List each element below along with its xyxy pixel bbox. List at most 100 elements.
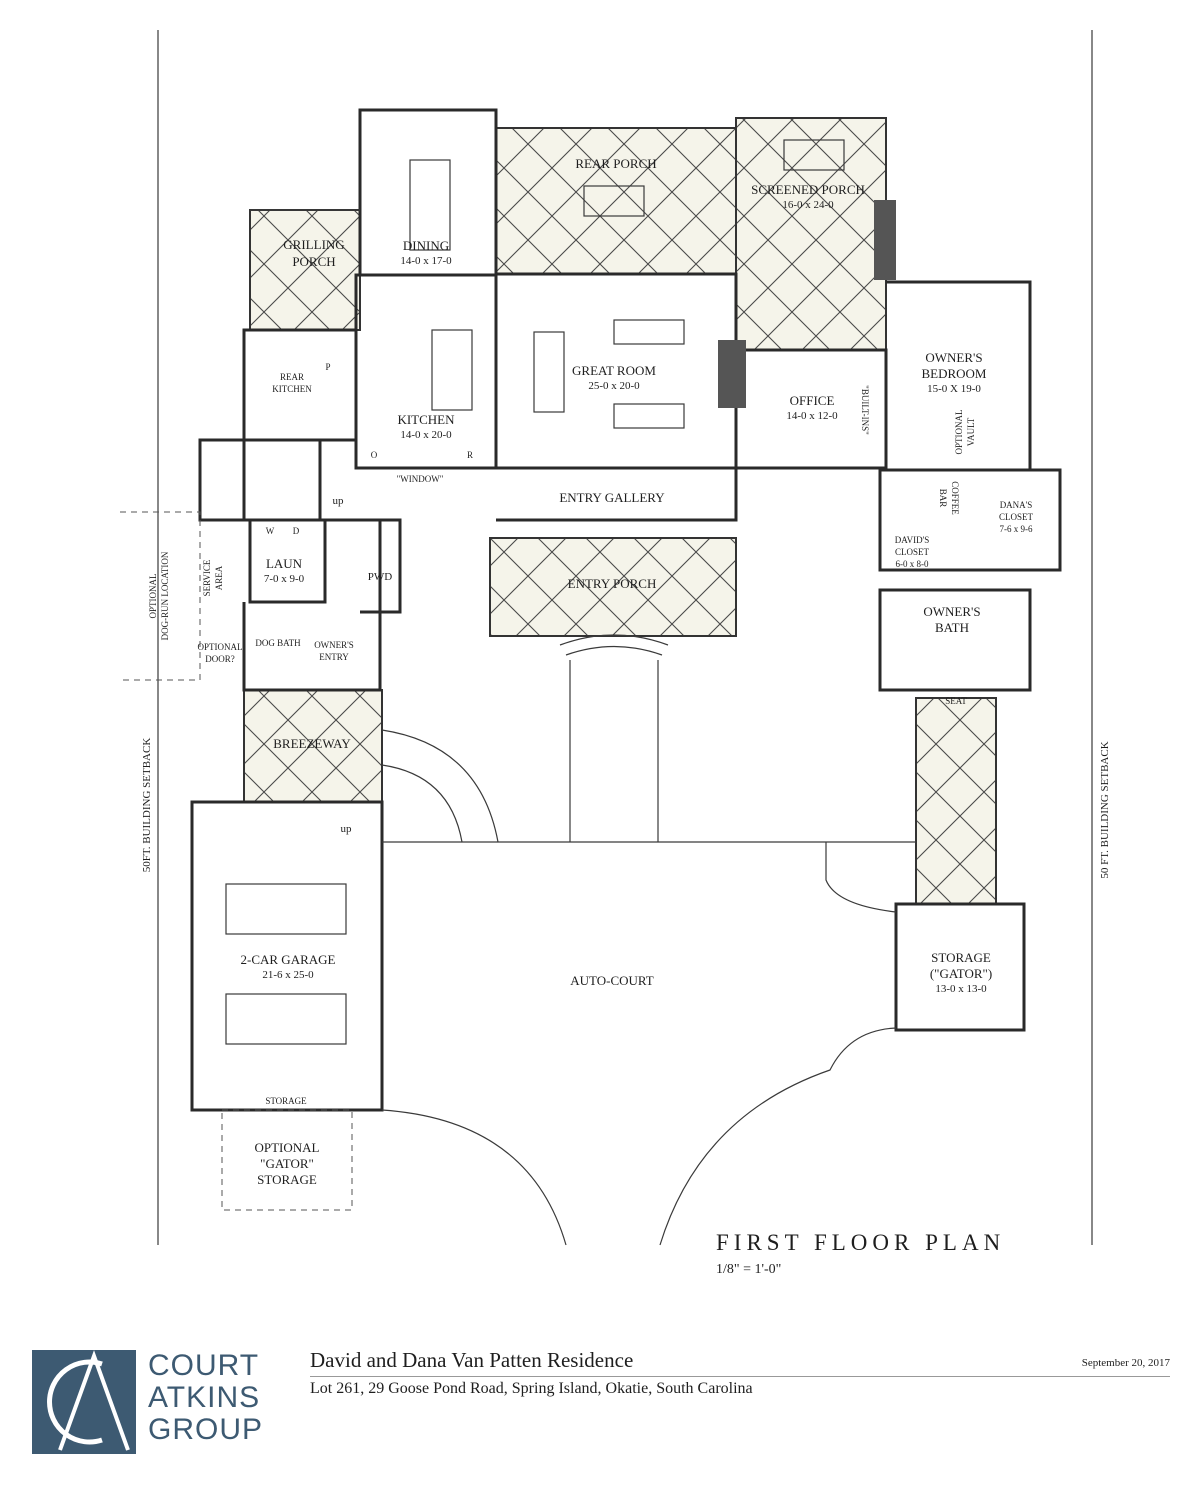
plan-title: FIRST FLOOR PLAN — [716, 1230, 1006, 1255]
garage-stair-up-label: up — [341, 823, 353, 835]
danas-closet-label-1: DANA'S — [1000, 500, 1033, 510]
owners-bedroom-label-2: BEDROOM — [921, 366, 986, 381]
residence-name: David and Dana Van Patten Residence — [310, 1348, 634, 1372]
grilling-porch-label-2: PORCH — [292, 254, 335, 269]
dog-run-label-2: DOG-RUN LOCATION — [160, 551, 170, 640]
danas-closet-label-2: CLOSET — [999, 512, 1034, 522]
built-ins-label: "BUILT-INS" — [860, 385, 870, 435]
garage-label: 2-CAR GARAGE — [241, 952, 336, 967]
drive-curve-right — [659, 1027, 897, 1246]
drawing-date: September 20, 2017 — [1081, 1357, 1170, 1369]
owners-bath-label-1: OWNER'S — [923, 604, 980, 619]
pantry-label: P — [325, 362, 330, 372]
rear-kitchen-label-1: REAR — [280, 372, 304, 382]
breezeway-arc-outer — [381, 729, 499, 843]
dining-dim: 14-0 x 17-0 — [400, 255, 452, 267]
storage-gator-label-1: STORAGE — [931, 950, 991, 965]
owners-bedroom-label-1: OWNER'S — [925, 350, 982, 365]
seat-walkway-floor — [915, 697, 997, 905]
storage-gator-dim: 13-0 x 13-0 — [935, 983, 987, 995]
great-room-sofa-b — [613, 403, 685, 429]
owners-entry-label-1: OWNER'S — [314, 640, 354, 650]
optional-door-label-2: DOOR? — [205, 654, 235, 664]
grilling-porch-label-1: GRILLING — [283, 237, 344, 252]
office-label: OFFICE — [790, 393, 835, 408]
dining-label: DINING — [403, 238, 449, 253]
entry-porch-label: ENTRY PORCH — [568, 576, 657, 591]
optional-door-label-1: OPTIONAL — [198, 642, 243, 652]
drive-curve-left — [381, 1109, 567, 1246]
firm-name-line-3: GROUP — [148, 1413, 264, 1446]
screened-porch-dim: 16-0 x 24-0 — [782, 199, 834, 211]
davids-closet-label-2: CLOSET — [895, 547, 930, 557]
great-room-label: GREAT ROOM — [572, 363, 656, 378]
setback-label-right: 50 FT. BUILDING SETBACK — [1099, 741, 1111, 878]
garage-car-b — [225, 993, 347, 1045]
entry-steps — [559, 634, 669, 656]
pwd-wall — [360, 518, 402, 614]
setback-label-left: 50FT. BUILDING SETBACK — [141, 738, 153, 873]
firm-name: COURT ATKINS GROUP — [148, 1350, 263, 1446]
firm-name-line-1: COURT — [148, 1349, 260, 1382]
service-area-label-2: AREA — [214, 565, 224, 590]
residence-address: Lot 261, 29 Goose Pond Road, Spring Isla… — [310, 1380, 753, 1397]
great-room-dim: 25-0 x 20-0 — [588, 380, 640, 392]
rear-porch-sofa — [583, 185, 645, 217]
closets-wall — [878, 468, 1062, 572]
owners-bath-wall — [878, 588, 1032, 692]
office-wall — [736, 348, 888, 470]
kitchen-oven-label: O — [371, 450, 378, 460]
storage-gator-label-2: ("GATOR") — [930, 966, 992, 981]
dog-bath-label: DOG BATH — [255, 638, 301, 648]
service-wing-wall — [242, 328, 358, 522]
service-area-label-1: SERVICE — [202, 559, 212, 596]
rear-porch-floor — [495, 127, 737, 275]
seat-label: SEAT — [945, 696, 967, 706]
great-room-sofa-c — [533, 331, 565, 413]
kitchen-island — [431, 329, 473, 411]
garage-car-a — [225, 883, 347, 935]
great-room-sofa-a — [613, 319, 685, 345]
screened-porch-table — [783, 139, 845, 171]
entry-gallery-label: ENTRY GALLERY — [559, 490, 665, 505]
coffee-bar-label-2: BAR — [938, 489, 948, 508]
danas-closet-dim: 7-6 x 9-6 — [1000, 524, 1033, 534]
auto-court-right-edge — [825, 842, 897, 913]
stair-hall-wall — [198, 438, 322, 522]
storage-gator-wall — [894, 902, 1026, 1032]
firm-name-line-2: ATKINS — [148, 1381, 261, 1414]
office-dim: 14-0 x 12-0 — [786, 410, 838, 422]
dog-run-outline — [120, 511, 201, 681]
court-atkins-logo-icon — [32, 1350, 136, 1454]
great-room-fireplace — [718, 340, 746, 408]
title-divider — [310, 1376, 1170, 1377]
screened-porch-label: SCREENED PORCH — [751, 182, 865, 197]
kitchen-dim: 14-0 x 20-0 — [400, 429, 452, 441]
laundry-dim: 7-0 x 9-0 — [264, 573, 305, 585]
davids-closet-label-1: DAVID'S — [895, 535, 929, 545]
optional-gator-label-2: "GATOR" — [260, 1156, 314, 1171]
garage-storage-label: STORAGE — [265, 1096, 307, 1106]
kitchen-range-label: R — [467, 450, 473, 460]
owners-bedroom-dim: 15-0 X 19-0 — [927, 383, 981, 395]
owners-bath-label-2: BATH — [935, 620, 969, 635]
entry-gallery-wall — [496, 466, 738, 522]
optional-gator-label-3: STORAGE — [257, 1172, 317, 1187]
screened-porch-floor — [735, 117, 887, 351]
davids-closet-dim: 6-0 x 8-0 — [896, 559, 929, 569]
entry-porch-floor — [489, 537, 737, 637]
rear-kitchen-label-2: KITCHEN — [272, 384, 312, 394]
screened-porch-fireplace — [874, 200, 896, 280]
laundry-label: LAUN — [266, 556, 303, 571]
dog-run-label-1: OPTIONAL — [148, 574, 158, 619]
garage-dim: 21-6 x 25-0 — [262, 969, 314, 981]
breezeway-arc-inner — [381, 764, 463, 843]
pwd-label: PWD — [368, 571, 393, 583]
auto-court-label: AUTO-COURT — [570, 973, 654, 988]
dryer-label: D — [293, 526, 300, 536]
owners-entry-label-2: ENTRY — [319, 652, 349, 662]
rear-porch-label: REAR PORCH — [575, 156, 656, 171]
kitchen-label: KITCHEN — [397, 412, 455, 427]
floor-plan: 50FT. BUILDING SETBACK 50 FT. BUILDING S… — [120, 30, 1111, 1246]
dining-table — [409, 159, 451, 251]
